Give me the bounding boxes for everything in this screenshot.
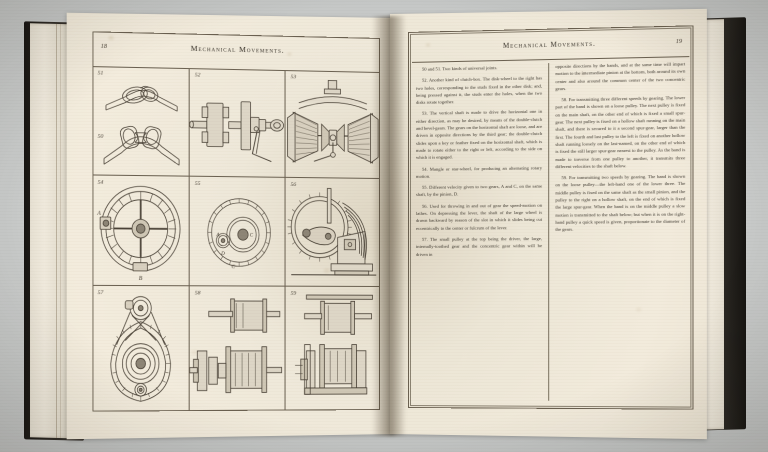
figure-art-velocity-gears: A C D C xyxy=(190,177,285,285)
paragraph: 57. The small pulley at the top being th… xyxy=(415,235,543,257)
figure-cell-56: 56 xyxy=(285,178,380,287)
svg-text:A: A xyxy=(96,211,101,217)
figure-number-secondary: 50 xyxy=(97,133,104,141)
figure-number: 58 xyxy=(194,289,201,297)
svg-text:B: B xyxy=(139,276,143,282)
figure-number: 55 xyxy=(194,181,201,188)
svg-text:C: C xyxy=(232,264,236,270)
paragraph: 58. For transmitting three different spe… xyxy=(555,95,686,170)
figure-number: 57 xyxy=(97,289,104,296)
book-gutter-shadow xyxy=(372,16,406,436)
figure-grid: 51 50 xyxy=(92,66,380,412)
figure-cell-58: 58 xyxy=(189,285,286,412)
figure-number: 59 xyxy=(290,290,297,297)
figure-cell-55: 55 xyxy=(189,176,286,287)
text-column-left: 50 and 51. Two kinds of universal joints… xyxy=(415,63,550,401)
figure-cell-54: 54 xyxy=(92,175,190,286)
figure-art-pulley-internal-gear xyxy=(92,285,188,411)
paragraph: 56. Used for throwing in and out of gear… xyxy=(415,202,543,231)
figure-art-mangle-star-wheel: A B xyxy=(92,176,188,285)
paragraph: 52. Another kind of clutch-box. The disk… xyxy=(415,75,543,106)
figure-art-lathe-speed-gear xyxy=(286,178,380,285)
paragraph: 54. Mangle or star-wheel, for producing … xyxy=(415,164,543,179)
paragraph: 53. The vertical shaft is made to drive … xyxy=(415,109,543,161)
page-18-running-head: Mechanical Movements. xyxy=(190,43,285,55)
paragraph: 59. For transmitting two speeds by geari… xyxy=(555,173,686,233)
text-column-right: opposite directions by the bands, and at… xyxy=(549,60,685,401)
figure-art-universal-joints xyxy=(92,66,188,176)
page-19-header: Mechanical Movements. 19 xyxy=(411,29,690,63)
figure-art-double-clutch-bevel-gears xyxy=(286,70,380,178)
svg-text:D: D xyxy=(220,251,225,257)
figure-number: 53 xyxy=(290,74,297,81)
paragraph: 55. Different velocity given to two gear… xyxy=(415,183,543,198)
figure-art-three-speed-cone-pulley xyxy=(189,286,285,411)
figure-number: 56 xyxy=(290,182,297,189)
svg-text:C: C xyxy=(250,233,254,239)
page-19-columns: 50 and 51. Two kinds of universal joints… xyxy=(415,60,685,401)
paragraph: opposite directions by the bands, and at… xyxy=(555,61,686,92)
page-19-running-head: Mechanical Movements. xyxy=(502,39,596,50)
svg-text:A: A xyxy=(215,233,220,239)
figure-cell-51-50: 51 50 xyxy=(92,66,190,177)
figure-cell-57: 57 xyxy=(92,285,190,412)
figure-cell-59: 59 xyxy=(286,286,380,410)
figure-cell-52: 52 xyxy=(189,68,286,179)
figure-cell-53: 53 xyxy=(285,70,380,180)
page-19: Mechanical Movements. 19 50 and 51. Two … xyxy=(408,25,694,410)
figure-art-two-speed-gearing xyxy=(286,286,380,410)
figure-number: 51 xyxy=(97,70,104,77)
figure-number: 54 xyxy=(97,179,104,187)
paragraph: 50 and 51. Two kinds of universal joints… xyxy=(421,65,498,72)
figure-number: 52 xyxy=(194,72,201,79)
page-19-folio: 19 xyxy=(675,38,683,46)
page-18: 18 Mechanical Movements. 51 50 xyxy=(92,31,380,412)
figure-art-clutch-box-shaft xyxy=(189,68,285,177)
